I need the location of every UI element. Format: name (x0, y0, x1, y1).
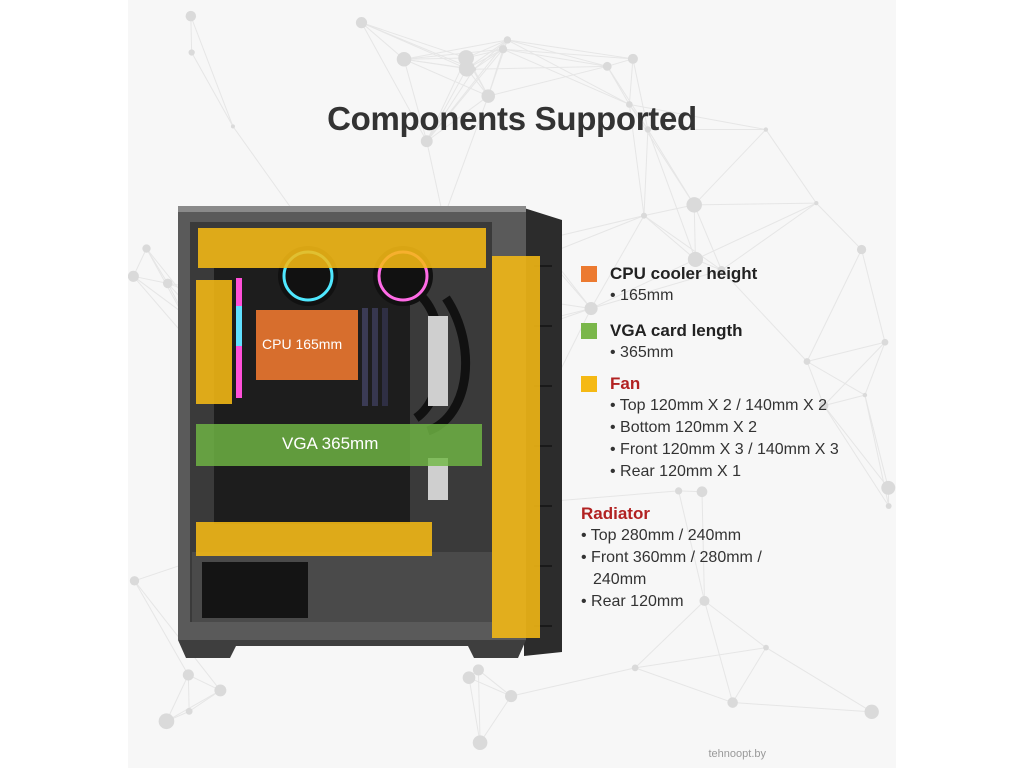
watermark: tehnoopt.by (708, 748, 767, 760)
spec-fan: Fan • Top 120mm X 2 / 140mm X 2 • Bottom… (581, 373, 839, 483)
cpu-zone-label: CPU 165mm (262, 336, 343, 352)
spec-vga-card: VGA card length • 365mm (581, 320, 743, 364)
spec-heading: VGA card length (610, 321, 743, 340)
spec-heading: Fan (610, 374, 641, 393)
spec-heading: Radiator (581, 504, 650, 523)
spec-item: 240mm (593, 571, 647, 588)
rear-fan-zone (196, 280, 232, 404)
top-fan-zone (198, 228, 486, 268)
spec-item: • Top 280mm / 240mm (581, 527, 742, 544)
spec-cpu-cooler: CPU cooler height • 165mm (581, 263, 757, 307)
spec-radiator: Radiator • Top 280mm / 240mm • Front 360… (581, 503, 762, 613)
front-fan-zone (492, 256, 540, 638)
spec-item: • Top 120mm X 2 / 140mm X 2 (610, 397, 827, 414)
spec-item: • Rear 120mm (581, 593, 684, 610)
pc-case-illustration: CPU 165mm VGA 365mm (178, 206, 562, 660)
page-title: Components Supported (327, 100, 697, 137)
vga-card-zone: VGA 365mm (196, 424, 482, 466)
spec-item: • Rear 120mm X 1 (610, 463, 741, 480)
product-infographic: Components Supported (128, 0, 896, 768)
fan-color-swatch (581, 376, 597, 392)
vga-color-swatch (581, 323, 597, 339)
vga-zone-label: VGA 365mm (282, 434, 379, 453)
cpu-color-swatch (581, 266, 597, 282)
spec-item: • Front 120mm X 3 / 140mm X 3 (610, 441, 839, 458)
cpu-cooler-zone: CPU 165mm (256, 310, 358, 380)
spec-item: • Front 360mm / 280mm / (581, 549, 762, 566)
spec-item: • Bottom 120mm X 2 (610, 419, 757, 436)
spec-item: • 365mm (610, 344, 674, 361)
spec-heading: CPU cooler height (610, 264, 758, 283)
bottom-fan-zone (196, 522, 432, 556)
spec-item: • 165mm (610, 287, 674, 304)
